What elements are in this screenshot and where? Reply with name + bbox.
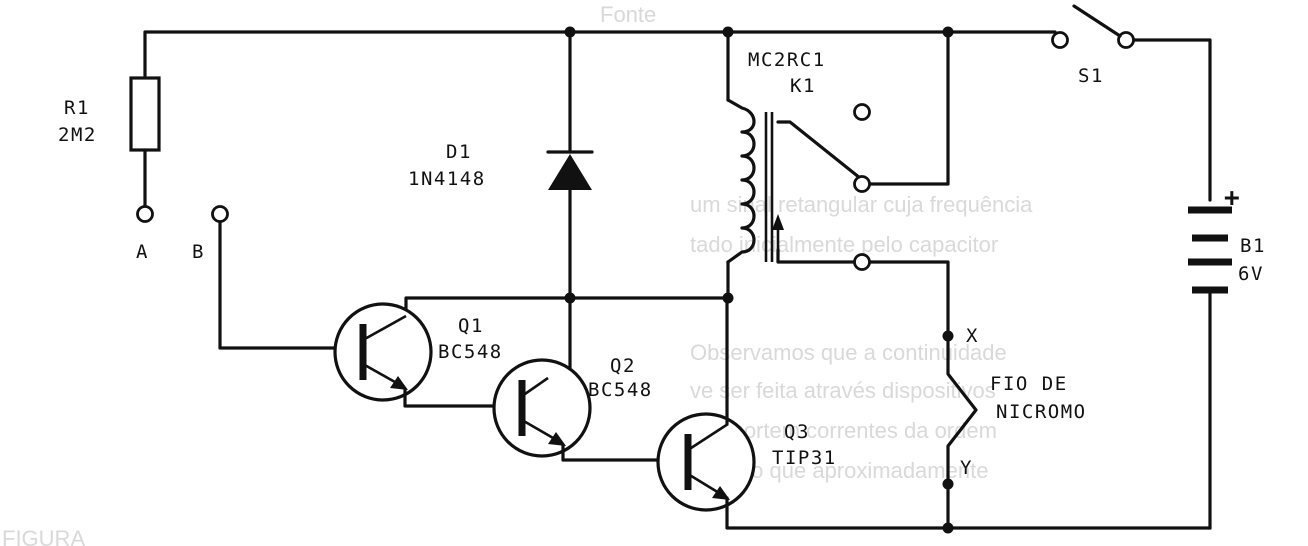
bleed-line-1: Fonte	[600, 2, 656, 27]
q3-ref: Q3	[784, 421, 810, 443]
resistor-r1: R1 2M2 A	[58, 76, 161, 263]
q1-ref: Q1	[458, 315, 484, 337]
q2-ref: Q2	[610, 355, 636, 377]
switch-s1: S1	[1051, 4, 1212, 202]
top-rail	[143, 26, 1057, 78]
relay-model: MC2RC1	[748, 49, 826, 71]
bleed-line-5: ve ser feita através dispositivos	[690, 378, 996, 403]
d1-value: 1N4148	[408, 168, 486, 190]
nichrome-wire: X Y FIO DE NICROMO	[942, 325, 1087, 530]
r1-ref: R1	[64, 97, 90, 119]
transistor-q3: Q3 TIP31	[656, 296, 1212, 534]
collector-bus	[404, 292, 734, 380]
s1-ref: S1	[1078, 65, 1104, 87]
b1-polarity: +	[1224, 183, 1241, 213]
relay-ref: K1	[790, 75, 816, 97]
q1-value: BC548	[438, 341, 503, 363]
bleed-line-3: tado inicialmente pelo capacitor	[690, 232, 998, 257]
terminal-x-label: X	[966, 325, 979, 347]
wire-label-1: FIO DE	[990, 373, 1068, 395]
terminal-b-label: B	[192, 241, 205, 263]
b1-value: 6V	[1238, 263, 1264, 285]
wire-label-2: NICROMO	[996, 401, 1087, 423]
d1-ref: D1	[446, 141, 472, 163]
q3-value: TIP31	[772, 447, 837, 469]
q2-value: BC548	[588, 379, 653, 401]
battery-b1: + B1 6V	[1188, 183, 1266, 530]
bleed-through-text: Fonte um sinal retangular cuja frequênci…	[2, 2, 1033, 546]
bleed-line-4: Observamos que a continuidade	[690, 340, 1007, 365]
transistor-q1: Q1 BC548	[333, 302, 548, 408]
terminal-b	[211, 205, 229, 223]
terminal-y-label: Y	[960, 457, 973, 479]
bleed-line-8: FIGURA	[2, 526, 85, 546]
diode-d1: D1 1N4148	[408, 30, 594, 304]
terminal-a	[136, 205, 154, 223]
transistor-q2: Q2 BC548	[492, 355, 690, 462]
r1-value: 2M2	[58, 124, 97, 146]
relay-k1: MC2RC1 K1	[726, 30, 950, 338]
b1-ref: B1	[1240, 235, 1266, 257]
terminal-a-label: A	[136, 241, 149, 263]
terminal-b-wire: B	[192, 205, 360, 350]
